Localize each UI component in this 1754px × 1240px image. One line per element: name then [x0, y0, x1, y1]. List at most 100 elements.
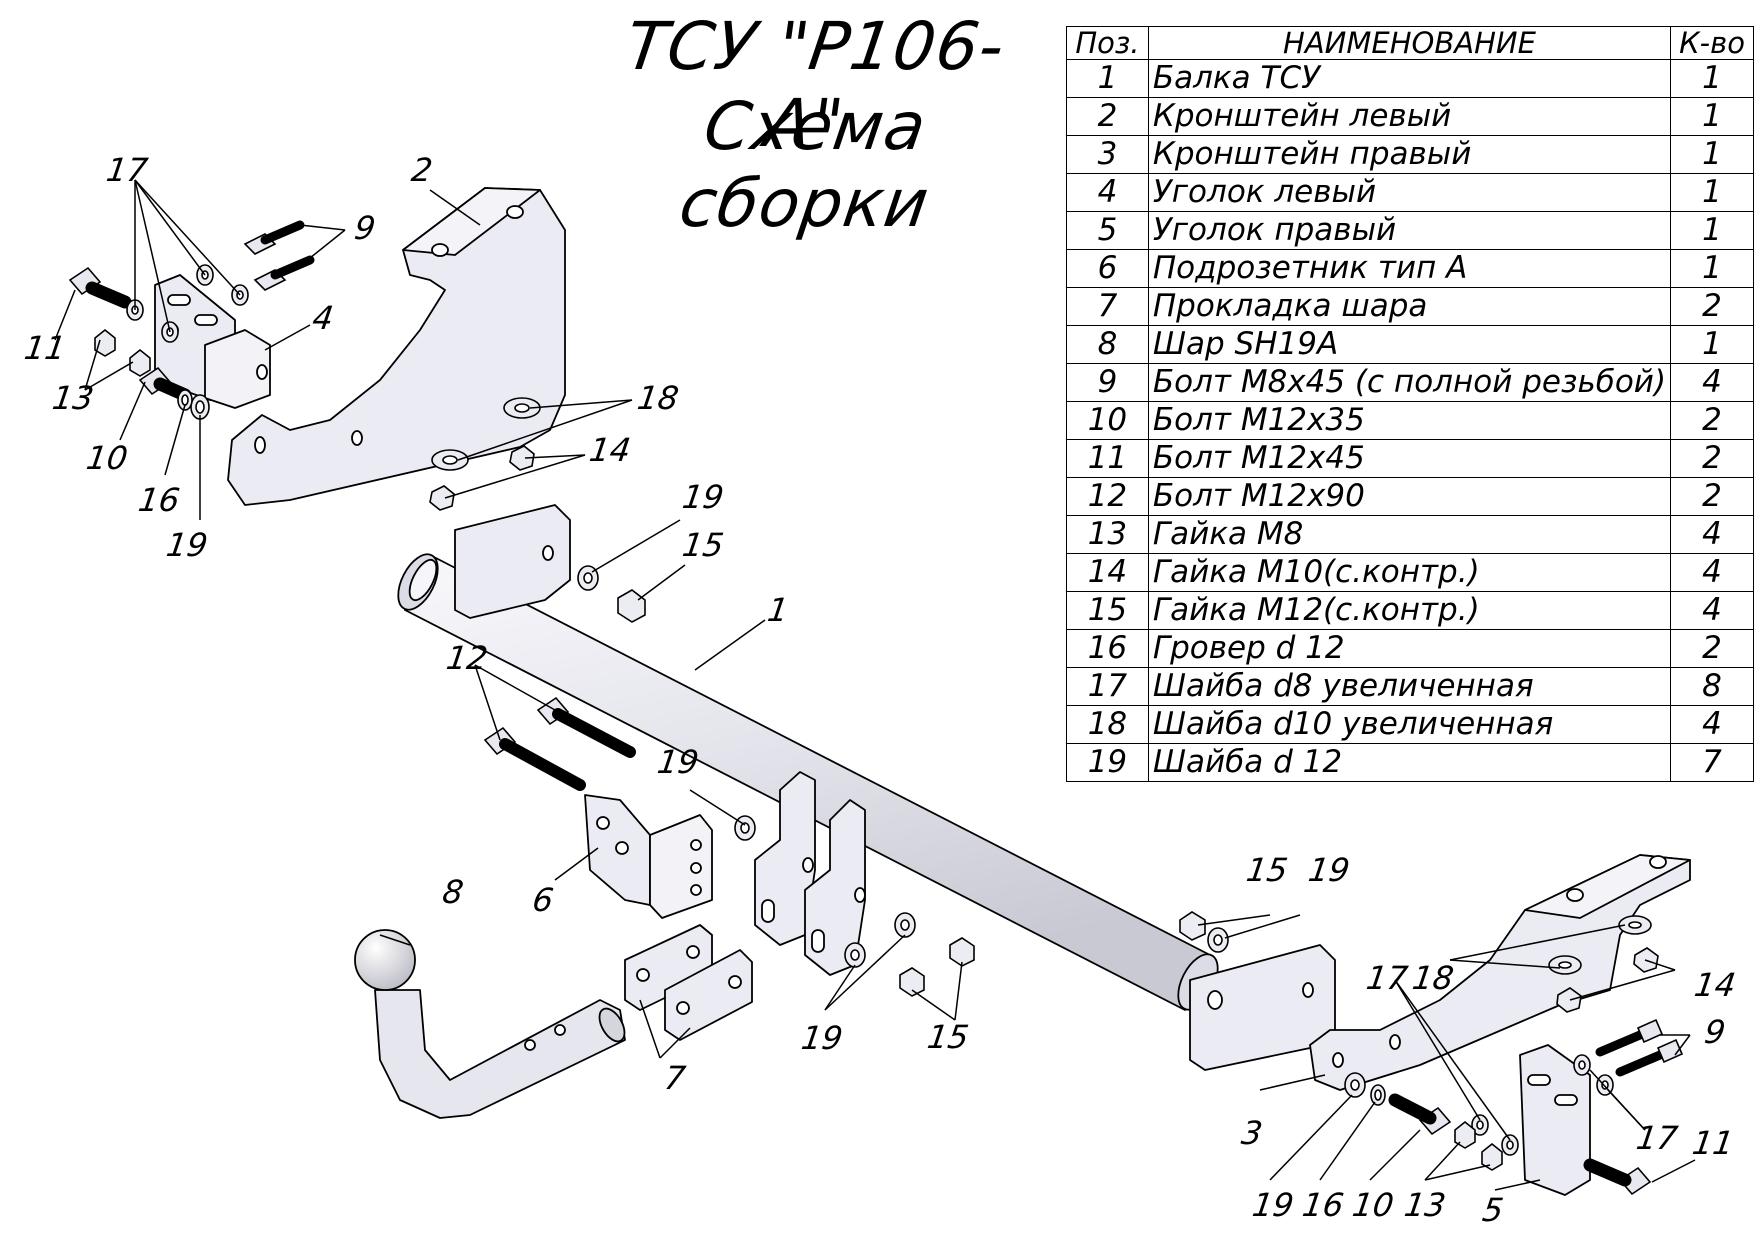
cell-name: Гайка М10(с.контр.) [1147, 553, 1672, 592]
callout-15: 15 [924, 1018, 972, 1056]
cell-qty: 1 [1670, 249, 1754, 288]
cell-qty: 7 [1670, 743, 1754, 782]
ball-spacer-2 [664, 949, 753, 1041]
header-name: НАИМЕНОВАНИЕ [1147, 26, 1672, 60]
cell-qty: 2 [1670, 477, 1754, 516]
callout-12: 12 [443, 639, 491, 677]
socket-bracket-flange [649, 814, 713, 919]
washer-18-d [1548, 955, 1582, 975]
cell-qty: 1 [1670, 135, 1754, 174]
callout-13: 13 [49, 379, 97, 417]
left-bracket-hole-2 [506, 205, 524, 219]
cell-pos: 1 [1066, 59, 1149, 98]
nut-m12-c [949, 937, 975, 967]
cell-qty: 1 [1670, 325, 1754, 364]
bolt-m12x35-right [1388, 1093, 1452, 1136]
cell-pos: 11 [1066, 439, 1149, 478]
callout-11: 11 [21, 329, 69, 367]
nut-m8-b [129, 348, 151, 377]
callout-15: 15 [1243, 851, 1291, 889]
callout-17: 17 [1363, 959, 1411, 997]
washer-19-f [1207, 927, 1229, 953]
bolt-m8x45-4 [1615, 1038, 1684, 1077]
header-qty: К-во [1670, 26, 1754, 60]
cell-name: Шайба d8 увеличенная [1147, 667, 1672, 706]
tow-ball-arm [374, 989, 626, 1119]
callout-18: 18 [1409, 959, 1457, 997]
cell-name: Кронштейн правый [1147, 135, 1672, 174]
cell-name: Балка ТСУ [1147, 59, 1672, 98]
grover-16-b [1370, 1084, 1386, 1106]
cell-pos: 2 [1066, 97, 1149, 136]
drawing-subtitle: Схема сборки [675, 88, 935, 242]
cell-pos: 17 [1066, 667, 1149, 706]
washer-19-d [844, 942, 866, 968]
cell-qty: 1 [1670, 173, 1754, 212]
bolt-m12x45-left [68, 266, 132, 309]
nut-m8-a [94, 328, 116, 357]
cell-qty: 8 [1670, 667, 1754, 706]
callout-16: 16 [1299, 1186, 1347, 1224]
bolt-m8x45-2 [253, 255, 315, 291]
cell-pos: 16 [1066, 629, 1149, 668]
washer-19-a [190, 394, 210, 420]
cell-pos: 18 [1066, 705, 1149, 744]
cell-name: Шайба d10 увеличенная [1147, 705, 1672, 744]
cell-name: Шайба d 12 [1147, 743, 1672, 782]
cell-name: Кронштейн левый [1147, 97, 1672, 136]
cell-qty: 4 [1670, 553, 1754, 592]
callout-14: 14 [1691, 966, 1739, 1004]
callout-19: 19 [798, 1019, 846, 1057]
cell-qty: 4 [1670, 705, 1754, 744]
cell-name: Гайка М8 [1147, 515, 1672, 554]
washer-17-f [1501, 1134, 1519, 1156]
callout-17: 17 [103, 151, 151, 189]
callout-10: 10 [83, 439, 131, 477]
washer-19-c [734, 815, 756, 841]
nut-m8-d [1481, 1142, 1503, 1171]
left-bracket [227, 187, 566, 506]
washer-18-b [431, 449, 469, 471]
callout-19: 19 [654, 743, 702, 781]
callout-13: 13 [1401, 1186, 1449, 1224]
washer-18-a [503, 397, 541, 419]
nut-m10-b [429, 485, 455, 511]
cell-qty: 4 [1670, 515, 1754, 554]
cell-name: Болт М12х90 [1147, 477, 1672, 516]
washer-19-e [894, 912, 916, 938]
washer-18-c [1618, 915, 1652, 935]
nut-m12-d [1179, 911, 1206, 941]
callout-14: 14 [586, 431, 634, 469]
cell-qty: 1 [1670, 211, 1754, 250]
washer-19-g [1344, 1072, 1366, 1098]
left-bracket-hole-3 [351, 430, 363, 446]
cell-pos: 4 [1066, 173, 1149, 212]
callout-11: 11 [1689, 1124, 1737, 1162]
nut-m12-a [617, 589, 646, 623]
cell-pos: 6 [1066, 249, 1149, 288]
nut-m10-d [1556, 987, 1582, 1013]
bolt-m12x90-1 [536, 696, 636, 758]
cell-pos: 15 [1066, 591, 1149, 630]
table-header-row: Поз. НАИМЕНОВАНИЕ К-во [1066, 26, 1754, 60]
cell-name: Подрозетник тип А [1147, 249, 1672, 288]
cell-pos: 19 [1066, 743, 1149, 782]
cell-name: Прокладка шара [1147, 287, 1672, 326]
